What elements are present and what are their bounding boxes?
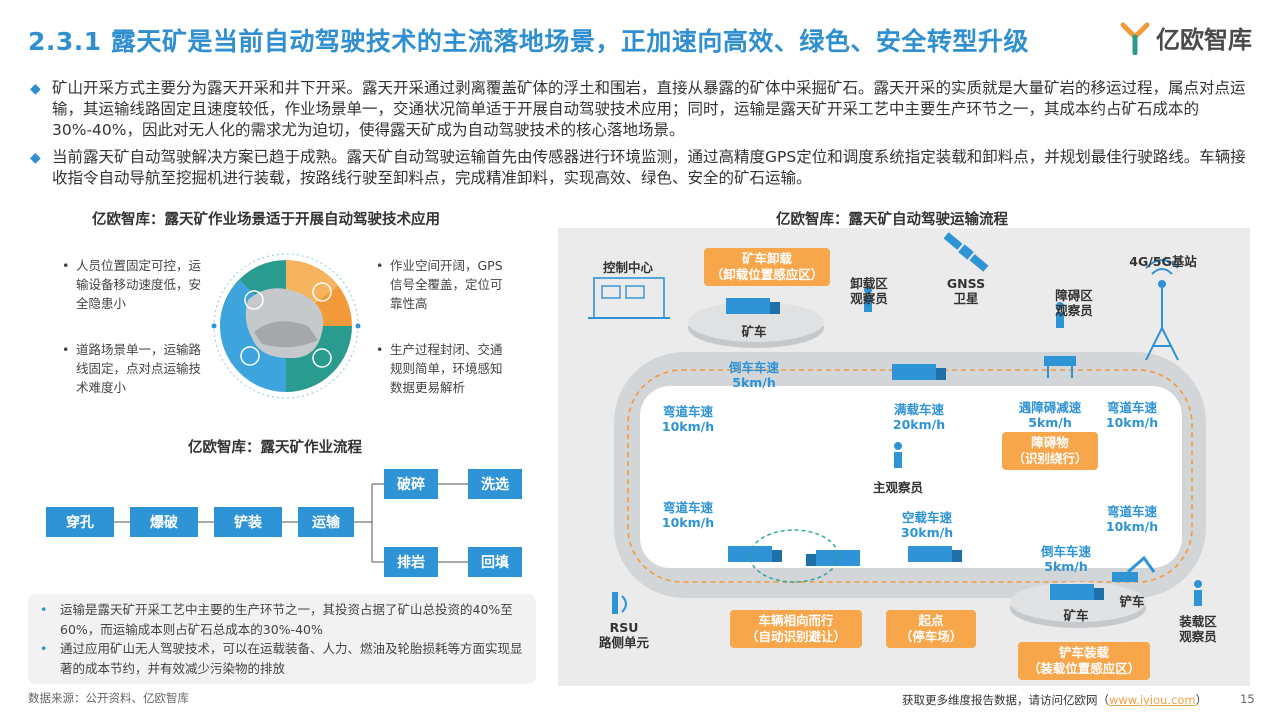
diagram-graphics bbox=[588, 232, 1206, 628]
intro-bullets: ◆ 矿山开采方式主要分为露天开采和井下开采。露天开采通过剥离覆盖矿体的浮土和围岩… bbox=[30, 78, 1255, 195]
footer-text-end: ） bbox=[1195, 693, 1208, 707]
diamond-icon: ◆ bbox=[30, 150, 41, 166]
note-text: 通过应用矿山无人驾驶技术，可以在运载装备、人力、燃油及轮胎损耗等方面实现显著的成… bbox=[60, 641, 523, 676]
mine-scene-circle bbox=[211, 253, 361, 399]
note-box: •运输是露天矿开采工艺中主要的生产环节之一，其投资占据了矿山总投资的40%至60… bbox=[28, 594, 536, 684]
unload-zone-sub: （卸载位置感应区） bbox=[710, 267, 824, 282]
feature-text: 人员位置固定可控，运输设备移动速度低，安全隐患小 bbox=[76, 258, 202, 311]
mine-truck-bottom-label: 矿车 bbox=[1063, 608, 1089, 623]
rsu-icon bbox=[612, 592, 627, 614]
flow-step-blast: 爆破 bbox=[130, 507, 198, 537]
flow-step-backfill: 回填 bbox=[468, 547, 522, 577]
data-source: 数据来源：公开资料、亿欧智库 bbox=[28, 691, 189, 705]
page-title: 2.3.1 露天矿是当前自动驾驶技术的主流落地场景，正加速向高效、绿色、安全转型… bbox=[28, 27, 1029, 56]
obstacle-sub: （识别绕行） bbox=[1012, 451, 1088, 466]
flow-step-wash: 洗选 bbox=[468, 469, 522, 499]
unload-zone-box: 矿车卸载 （卸载位置感应区） bbox=[704, 248, 830, 286]
bullet-text: 当前露天矿自动驾驶解决方案已趋于成熟。露天矿自动驾驶运输首先由传感器进行环境监测… bbox=[52, 148, 1246, 187]
base-station-label: 4G/5G基站 bbox=[1129, 254, 1197, 269]
obstacle-title: 障碍物 bbox=[1031, 435, 1069, 450]
opposite-direction-box: 车辆相向而行 （自动识别避让） bbox=[730, 610, 862, 648]
truck-icon bbox=[726, 298, 780, 314]
flow-step-load: 铲装 bbox=[214, 507, 282, 537]
obstacle-box: 障碍物 （识别绕行） bbox=[1002, 432, 1098, 470]
unload-observer-label: 卸载区观察员 bbox=[850, 276, 888, 306]
diamond-icon: ◆ bbox=[30, 81, 41, 97]
feature-item: •人员位置固定可控，运输设备移动速度低，安全隐患小 bbox=[62, 256, 206, 313]
page-number: 15 bbox=[1240, 692, 1255, 706]
control-center-label: 控制中心 bbox=[602, 260, 653, 275]
feature-item: •生产过程封闭、交通规则简单，环境感知数据更易解析 bbox=[376, 340, 512, 397]
opposite-sub: （自动识别避让） bbox=[745, 629, 846, 644]
truck-icon bbox=[1050, 584, 1104, 600]
flow-step-dump: 排岩 bbox=[384, 547, 438, 577]
start-title: 起点 bbox=[918, 613, 944, 628]
feature-item: •道路场景单一，运输路线固定，点对点运输技术难度小 bbox=[62, 340, 206, 397]
satellite-icon bbox=[943, 232, 989, 272]
logo: 亿欧智库 bbox=[1120, 20, 1252, 55]
footer-link[interactable]: www.iyiou.com bbox=[1109, 693, 1196, 707]
mine-truck-top-label: 矿车 bbox=[741, 324, 767, 339]
tower-icon bbox=[1145, 259, 1179, 361]
main-observer-label: 主观察员 bbox=[872, 480, 923, 495]
bullet-text: 矿山开采方式主要分为露天开采和井下开采。露天开采通过剥离覆盖矿体的浮土和围岩，直… bbox=[52, 79, 1246, 139]
footer-text: 获取更多维度报告数据，请访问亿欧网（ bbox=[902, 693, 1109, 707]
footer-note: 获取更多维度报告数据，请访问亿欧网（www.iyiou.com） bbox=[902, 692, 1207, 708]
barrier-icon bbox=[1044, 356, 1076, 378]
load-zone-title: 铲车装载 bbox=[1058, 645, 1109, 660]
load-zone-sub: （装载位置感应区） bbox=[1027, 661, 1141, 676]
note-item: •运输是露天矿开采工艺中主要的生产环节之一，其投资占据了矿山总投资的40%至60… bbox=[40, 600, 524, 639]
load-zone-box: 铲车装载 （装载位置感应区） bbox=[1018, 642, 1150, 680]
shovel-label: 铲车 bbox=[1119, 594, 1145, 609]
bullet-item: ◆ 当前露天矿自动驾驶解决方案已趋于成熟。露天矿自动驾驶运输首先由传感器进行环境… bbox=[30, 147, 1255, 189]
scene-title: 亿欧智库：露天矿作业场景适于开展自动驾驶技术应用 bbox=[92, 212, 440, 228]
observer-icon bbox=[1194, 580, 1202, 606]
obstacle-observer-label: 障碍区观察员 bbox=[1055, 288, 1093, 318]
start-sub: （停车场） bbox=[899, 629, 963, 644]
control-center-icon bbox=[588, 277, 670, 319]
flow-step-transport: 运输 bbox=[298, 507, 354, 537]
load-observer-label: 装载区观察员 bbox=[1179, 614, 1217, 644]
note-item: •通过应用矿山无人驾驶技术，可以在运载装备、人力、燃油及轮胎损耗等方面实现显著的… bbox=[40, 639, 524, 678]
observer-icon bbox=[864, 286, 872, 312]
truck-icon bbox=[892, 364, 946, 380]
bullet-item: ◆ 矿山开采方式主要分为露天开采和井下开采。露天开采通过剥离覆盖矿体的浮土和围岩… bbox=[30, 78, 1255, 141]
truck-icon bbox=[908, 546, 962, 562]
transport-title: 亿欧智库：露天矿自动驾驶运输流程 bbox=[776, 212, 1008, 228]
opposite-title: 车辆相向而行 bbox=[758, 613, 834, 628]
unload-zone-title: 矿车卸载 bbox=[741, 251, 792, 266]
logo-text: 亿欧智库 bbox=[1156, 26, 1252, 54]
flow-title: 亿欧智库：露天矿作业流程 bbox=[188, 440, 362, 456]
feature-item: •作业空间开阔，GPS信号全覆盖，定位可靠性高 bbox=[376, 256, 512, 313]
feature-text: 生产过程封闭、交通规则简单，环境感知数据更易解析 bbox=[390, 342, 503, 395]
observer-icon bbox=[1056, 302, 1064, 328]
excavator-icon bbox=[1112, 555, 1156, 582]
note-text: 运输是露天矿开采工艺中主要的生产环节之一，其投资占据了矿山总投资的40%至60%… bbox=[60, 602, 513, 637]
flow-step-drill: 穿孔 bbox=[46, 507, 114, 537]
start-point-box: 起点 （停车场） bbox=[886, 610, 976, 648]
flow-step-crush: 破碎 bbox=[384, 469, 438, 499]
observer-icon bbox=[894, 442, 902, 468]
logo-icon bbox=[1120, 22, 1150, 55]
feature-text: 作业空间开阔，GPS信号全覆盖，定位可靠性高 bbox=[390, 258, 503, 311]
feature-text: 道路场景单一，运输路线固定，点对点运输技术难度小 bbox=[76, 342, 202, 395]
flow-connectors bbox=[114, 483, 468, 563]
